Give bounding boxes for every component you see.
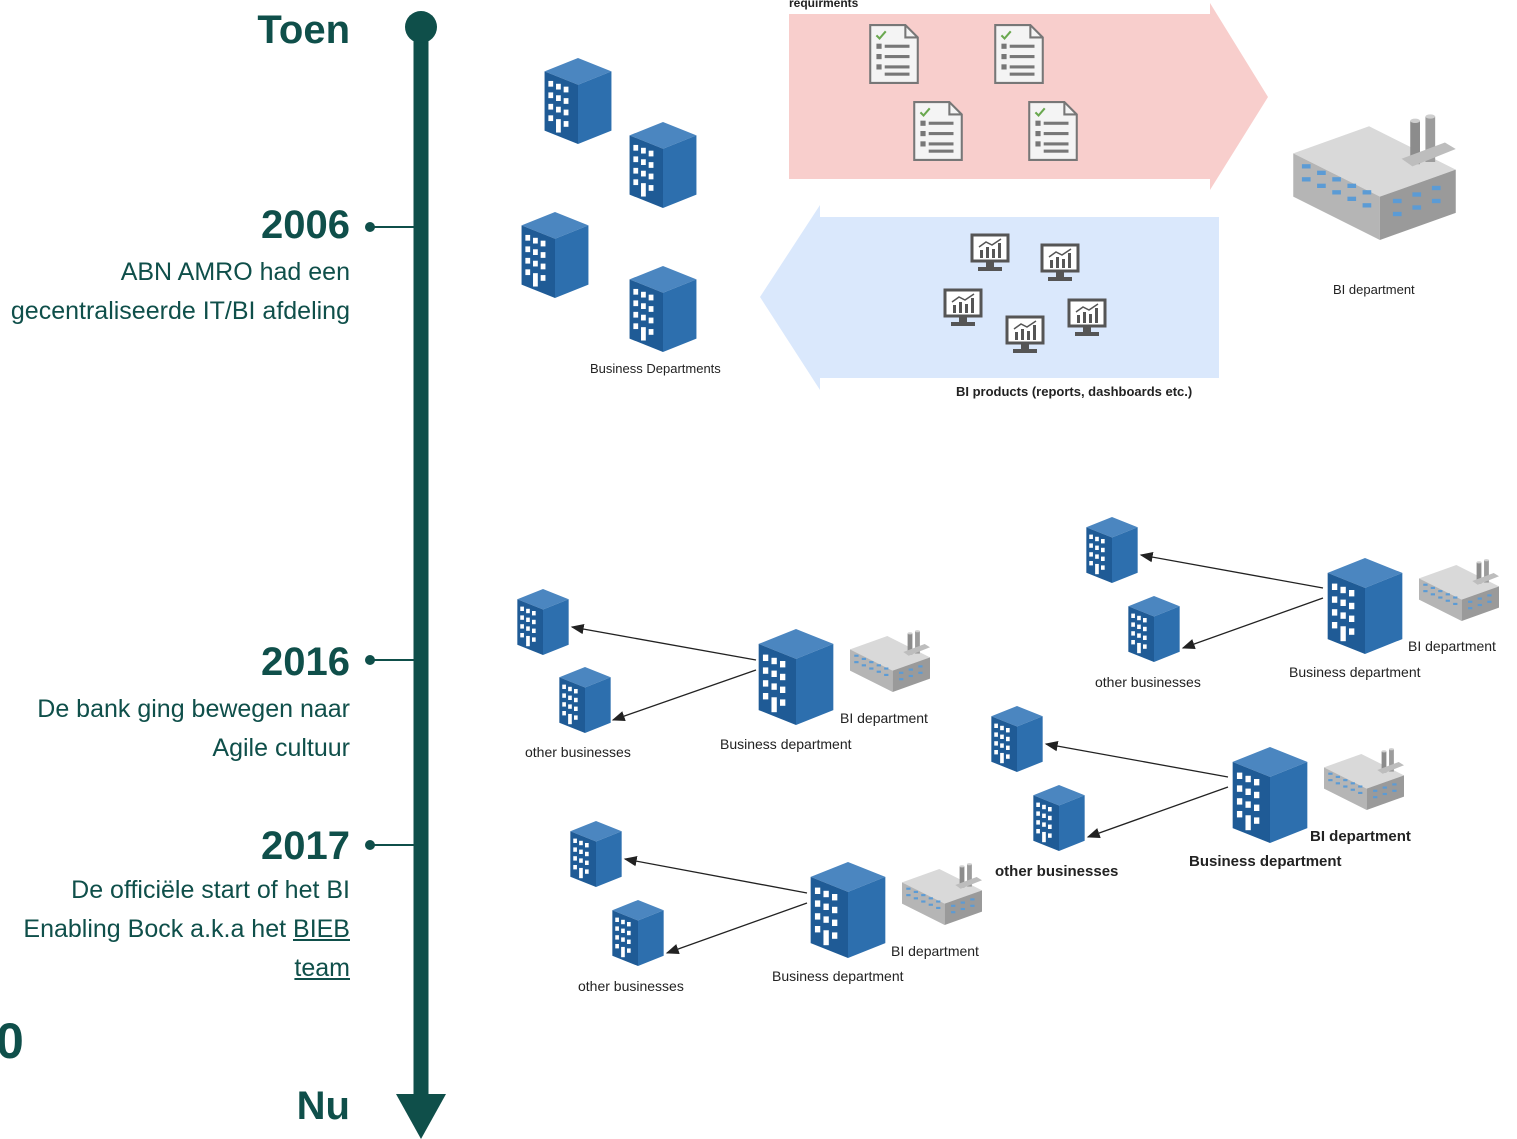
event-year-2016: 2016	[261, 640, 350, 684]
event-year-2017: 2017	[261, 824, 350, 868]
other-business-building-icon	[612, 900, 664, 966]
timeline	[365, 11, 446, 1139]
business-department-label: Business department	[772, 968, 904, 984]
event-description-2006: ABN AMRO had een gecentraliseerde IT/BI …	[10, 258, 350, 325]
requirements-label: requirments	[789, 0, 859, 10]
cluster-1	[517, 589, 930, 733]
other-business-building-icon	[1128, 596, 1180, 662]
tick-2006	[365, 222, 414, 232]
other-businesses-label: other businesses	[995, 863, 1119, 880]
timeline-start-label: Toen	[257, 8, 350, 52]
other-business-building-icon	[570, 821, 622, 887]
business-department-building-icon	[1232, 747, 1308, 843]
cluster-4	[570, 821, 982, 966]
business-department-label: Business department	[720, 736, 852, 752]
business-department-building-icon	[810, 862, 886, 958]
timeline-end-label: Nu	[296, 1084, 350, 1128]
bi-factory-icon	[850, 630, 930, 692]
bieb-team-link[interactable]: BIEB team	[293, 915, 350, 982]
business-department-building-icon	[758, 629, 834, 725]
bi-department-label: BI department	[1333, 282, 1415, 297]
bi-products-label: BI products (reports, dashboards etc.)	[956, 384, 1193, 399]
bi-products-arrow	[760, 205, 1219, 390]
bi-factory-icon	[1419, 559, 1499, 621]
other-business-building-icon	[1086, 517, 1138, 583]
tick-2016	[365, 655, 414, 665]
cluster-2	[1086, 517, 1499, 662]
cluster-3	[991, 706, 1404, 851]
bi-department-label: BI department	[891, 943, 979, 959]
business-department-label: Business department	[1189, 853, 1342, 870]
tick-2017	[365, 840, 414, 850]
other-businesses-label: other businesses	[578, 978, 684, 994]
bi-factory-icon	[902, 863, 982, 925]
event-description-2017-text: De officiële start of het BI Enabling Bo…	[23, 876, 350, 943]
event-year-2006: 2006	[261, 203, 350, 247]
business-department-building-icon	[1327, 558, 1403, 654]
other-businesses-label: other businesses	[1095, 674, 1201, 690]
other-business-building-icon	[559, 667, 611, 733]
other-business-building-icon	[991, 706, 1043, 772]
event-description-2017: De officiële start of het BI Enabling Bo…	[5, 871, 350, 988]
timeline-cutoff-label: 0	[0, 1013, 24, 1069]
other-business-building-icon	[517, 589, 569, 655]
timeline-start-dot	[405, 11, 437, 43]
business-department-label: Business department	[1289, 664, 1421, 680]
bi-department-label: BI department	[1310, 828, 1411, 845]
other-businesses-label: other businesses	[525, 744, 631, 760]
business-departments-label: Business Departments	[590, 361, 721, 376]
bi-department-label: BI department	[840, 710, 928, 726]
event-description-2016: De bank ging bewegen naar Agile cultuur	[37, 695, 350, 762]
bi-department-label: BI department	[1408, 638, 1496, 654]
timeline-end-arrow	[396, 1094, 446, 1139]
other-business-building-icon	[1033, 785, 1085, 851]
bi-factory-icon	[1324, 748, 1404, 810]
